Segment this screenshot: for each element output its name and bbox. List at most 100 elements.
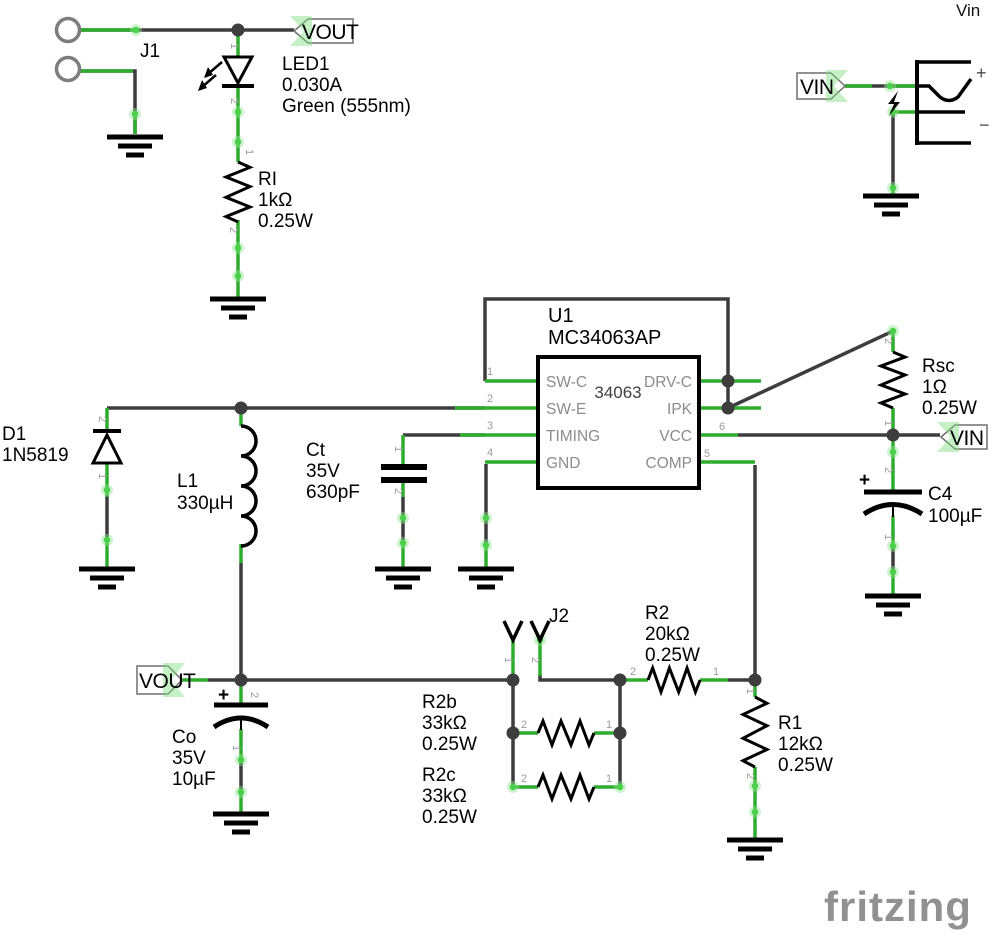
- wire-j1-to-ground[interactable]: [79, 69, 137, 134]
- r2-power-label: 0.25W: [645, 645, 700, 666]
- r2c-power-label: 0.25W: [422, 807, 477, 828]
- rsc-power-label: 0.25W: [922, 398, 977, 419]
- led1-triangle[interactable]: [221, 55, 255, 87]
- wire-ipk-to-rsc-diagonal[interactable]: [727, 329, 894, 410]
- led1-color-label: Green (555nm): [282, 96, 411, 117]
- ground-symbol[interactable]: [213, 814, 269, 832]
- wire-endpoint: [129, 108, 141, 120]
- ct-symbol[interactable]: Ct 35V 630pF 1 2: [306, 440, 427, 503]
- u1-ref-label: U1: [548, 305, 574, 327]
- battery-plus-lead[interactable]: [917, 77, 973, 103]
- led1-symbol[interactable]: LED1 0.030A Green (555nm) 1 2: [198, 43, 411, 117]
- vin-mid-text: VIN: [950, 427, 984, 450]
- net-label-vin-mid[interactable]: VIN: [937, 422, 988, 452]
- jumper-j2[interactable]: J2 1 2: [502, 606, 569, 663]
- vin-topright-box[interactable]: [796, 72, 847, 100]
- r2-pin1-num: 1: [713, 666, 719, 678]
- vout-bottom-box[interactable]: [136, 665, 184, 695]
- vout-bottom-text: VOUT: [139, 670, 196, 693]
- j2-pin1-prong[interactable]: [502, 620, 524, 645]
- r2-zigzag[interactable]: [646, 666, 702, 694]
- u1-pin3-num: 3: [487, 420, 493, 432]
- r2b-symbol[interactable]: R2b 33kΩ 0.25W 2 1: [422, 692, 612, 755]
- c4-plus-sign: +: [859, 470, 870, 491]
- wire-endpoint: [887, 566, 899, 578]
- wire-endpoint: [749, 780, 761, 792]
- wire-endpoint: [130, 24, 142, 36]
- vin-corner-label: Vin: [956, 1, 980, 20]
- u1-body[interactable]: [536, 355, 701, 490]
- d1-triangle[interactable]: [90, 431, 124, 465]
- r2b-zigzag[interactable]: [536, 719, 596, 747]
- r2c-zigzag[interactable]: [536, 773, 596, 801]
- ground-symbol[interactable]: [863, 196, 919, 214]
- rsc-value-label: 1Ω: [922, 377, 947, 398]
- ri-symbol[interactable]: RI 1kΩ 0.25W 1 2: [224, 149, 313, 233]
- lightning-bolt-icon: [888, 91, 900, 116]
- r1-ref-label: R1: [778, 713, 802, 734]
- u1-pin5-num: 5: [704, 448, 710, 460]
- wire-j2pin2-link[interactable]: [538, 674, 620, 682]
- vin-mid-box[interactable]: [939, 424, 988, 450]
- vout-top-box[interactable]: [292, 18, 354, 44]
- wire-endpoint: [887, 446, 899, 458]
- r2-symbol[interactable]: R2 20kΩ 0.25W 2 1: [630, 603, 719, 694]
- battery-symbol[interactable]: + − Vin: [888, 1, 990, 145]
- ground-symbol[interactable]: [865, 596, 921, 614]
- c4-plate-curved[interactable]: [862, 502, 924, 517]
- ground-symbol[interactable]: [727, 840, 783, 858]
- ground-symbol[interactable]: [375, 569, 431, 587]
- ground-symbol[interactable]: [458, 569, 514, 587]
- co-pin1-num: 1: [230, 745, 242, 751]
- j1-pad1[interactable]: [54, 16, 82, 44]
- wire-endpoint: [887, 540, 899, 552]
- r2b-ref-label: R2b: [422, 692, 457, 713]
- c4-pin2-num: 2: [882, 467, 894, 473]
- rsc-symbol[interactable]: Rsc 1Ω 0.25W 2 1: [879, 338, 977, 426]
- wire-endpoint: [884, 80, 896, 92]
- net-label-vout-top[interactable]: VOUT: [290, 16, 360, 46]
- u1-pin-swe: SW-E: [546, 401, 586, 418]
- rsc-zigzag[interactable]: [879, 350, 907, 410]
- wire-endpoint: [887, 182, 899, 194]
- net-label-vout-bottom[interactable]: VOUT: [136, 663, 197, 697]
- ground-symbol[interactable]: [107, 137, 163, 155]
- j1-pad2[interactable]: [54, 55, 82, 83]
- l1-symbol[interactable]: L1 330µH: [177, 424, 258, 548]
- wire-endpoint: [101, 534, 113, 546]
- ri-pin2-num: 2: [227, 227, 239, 233]
- ct-voltage-label: 35V: [306, 461, 340, 482]
- junction-dot: [748, 673, 762, 687]
- r1-zigzag[interactable]: [741, 695, 769, 769]
- wire-endpoint: [101, 484, 113, 496]
- co-symbol[interactable]: + Co 35V 10µF 2 1: [172, 685, 270, 790]
- l1-coil[interactable]: [240, 424, 258, 548]
- u1-pin2-num: 2: [487, 393, 493, 405]
- wire-endpoint: [614, 781, 626, 793]
- connector-j1[interactable]: J1: [54, 16, 161, 83]
- junction-dot: [234, 673, 248, 687]
- wire-swc-to-drvc-loop[interactable]: [483, 297, 730, 408]
- c4-symbol[interactable]: + C4 100µF 2 1: [859, 467, 982, 540]
- wire-endpoint: [507, 781, 519, 793]
- r2-pin2-num: 2: [630, 666, 636, 678]
- ground-symbol[interactable]: [210, 299, 266, 317]
- d1-symbol[interactable]: D1 1N5819 2 1: [2, 416, 124, 479]
- junction-dot: [231, 23, 245, 37]
- r1-symbol[interactable]: R1 12kΩ 0.25W 1 2: [741, 688, 833, 779]
- ground-symbol[interactable]: [79, 569, 135, 587]
- ri-zigzag[interactable]: [224, 160, 252, 224]
- r2c-symbol[interactable]: R2c 33kΩ 0.25W 2 1: [422, 765, 612, 828]
- j2-pin2-prong[interactable]: [529, 620, 551, 645]
- ri-pin1-num: 1: [243, 149, 255, 155]
- battery-plus-sign: +: [976, 63, 987, 83]
- u1-ic[interactable]: U1 MC34063AP 34063 SW-C SW-E TIMING GND …: [487, 305, 725, 490]
- d1-ref-label: D1: [2, 424, 26, 445]
- co-ref-label: Co: [172, 727, 196, 748]
- co-value-label: 10µF: [172, 769, 216, 790]
- u1-part-label: MC34063AP: [548, 327, 661, 349]
- wire-endpoint: [232, 242, 244, 254]
- co-pin2-num: 2: [248, 692, 260, 698]
- c4-ref-label: C4: [928, 484, 953, 505]
- net-label-vin-topright[interactable]: VIN: [796, 70, 848, 102]
